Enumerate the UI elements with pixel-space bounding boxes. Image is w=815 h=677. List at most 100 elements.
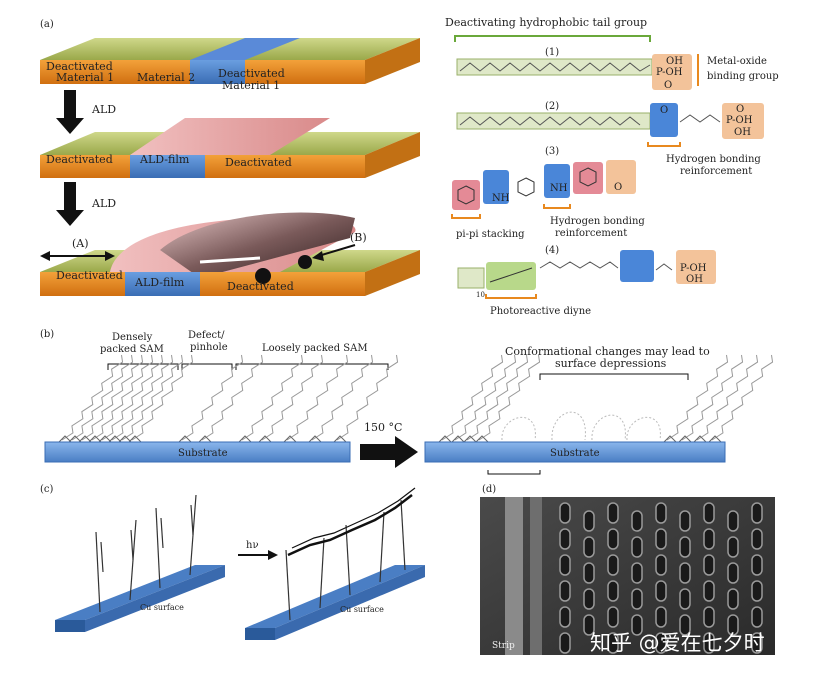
mol4-chain — [539, 261, 619, 269]
arrow-a-left-head — [40, 251, 50, 261]
marker-b: (B) — [350, 231, 367, 244]
substrate-right-label: Substrate — [550, 448, 600, 459]
mol1-oh: OH — [666, 56, 683, 67]
hv-label: hν — [246, 540, 259, 551]
mol2-linker — [679, 114, 721, 123]
mol3-amide1 — [483, 170, 509, 204]
ald-arrow-1 — [56, 90, 84, 134]
layer1-right-label-2: Material 1 — [222, 79, 280, 92]
mol3-pipi-bracket — [451, 214, 481, 219]
mol4-label: (4) — [545, 245, 559, 256]
mol3-hb-1: Hydrogen bonding — [550, 216, 645, 227]
mol3-hb-bracket — [543, 204, 571, 209]
conf-bracket — [539, 373, 689, 380]
layer2-right-label: Deactivated — [225, 156, 292, 169]
defect-label-1: Defect/ — [188, 330, 225, 341]
substrate-left-label: Substrate — [178, 448, 228, 459]
mol2-tail — [456, 112, 651, 130]
mol3-benzene3 — [579, 167, 597, 187]
mol2-amide — [650, 103, 678, 137]
layer1-mid-label: Material 2 — [137, 71, 195, 84]
hv-arrow-head — [268, 550, 278, 560]
loose-bracket — [235, 363, 389, 370]
depression-bracket — [487, 470, 541, 475]
panel-a-label: (a) — [40, 19, 54, 30]
monomers — [95, 494, 197, 613]
dense-label-2: packed SAM — [100, 344, 164, 355]
mol4-oh: OH — [686, 274, 703, 285]
polymer — [285, 487, 416, 621]
mol2-oh: OH — [734, 127, 751, 138]
mol4-diyne-label: Photoreactive diyne — [490, 306, 591, 317]
defect-bracket — [181, 363, 233, 370]
mol2-o: O — [736, 104, 744, 115]
mol3-o: O — [614, 182, 622, 193]
dense-label-1: Densely — [112, 332, 153, 343]
sem-image — [480, 497, 775, 655]
mol1-group-2: binding group — [707, 71, 779, 82]
conf-label-1: Conformational changes may lead to — [505, 345, 710, 358]
mol3-nh2: NH — [550, 183, 568, 194]
mol1-label: (1) — [545, 47, 559, 58]
arrow-a-right-head — [105, 251, 115, 261]
mol2-bracket — [647, 142, 681, 147]
conf-label-2: surface depressions — [555, 357, 667, 370]
mol4-tail — [457, 267, 485, 289]
watermark: 知乎 @爱在七夕时 — [590, 631, 765, 655]
layer3-left-label: Deactivated — [56, 269, 123, 282]
panel-b-label: (b) — [40, 329, 54, 340]
layer1-slab — [40, 38, 420, 84]
mol1-o: O — [664, 80, 672, 91]
mol1-chain — [459, 62, 651, 72]
layer1-right-label: Deactivated — [218, 67, 285, 80]
sam-left-chains — [58, 354, 399, 443]
sam-right-chains — [438, 354, 774, 443]
mol3-hb-2: reinforcement — [555, 228, 627, 239]
dense-bracket — [107, 363, 179, 370]
tail-header: Deactivating hydrophobic tail group — [445, 16, 647, 29]
mol3-label: (3) — [545, 146, 559, 157]
layer2-slab — [40, 118, 420, 178]
substrate-left — [44, 441, 351, 463]
mol4-diyne — [486, 262, 536, 290]
ald-arrow-1-label: ALD — [91, 103, 116, 116]
mol4-amide — [620, 250, 654, 282]
layer2-mid-label: ALD-film — [139, 153, 190, 166]
mol3-pipi: pi-pi stacking — [456, 229, 525, 240]
layer3-right-label: Deactivated — [227, 280, 294, 293]
mol2-head — [722, 103, 764, 139]
mol1-acid: P-OH — [656, 67, 683, 78]
heat-label: 150 °C — [364, 421, 402, 434]
mol3-benzene2 — [517, 177, 535, 197]
mol4-head — [676, 250, 716, 284]
mol4-bracket — [485, 294, 537, 299]
mol1-group-1: Metal-oxide — [707, 56, 767, 67]
ald-arrow-2 — [56, 182, 84, 226]
mol4-n: 10 — [476, 291, 485, 299]
mol3-head — [606, 160, 636, 194]
cu-surface-2 — [245, 565, 425, 640]
mol4-acid: P-OH — [680, 263, 707, 274]
mol3-ring2 — [573, 162, 603, 194]
mol1-head — [652, 54, 692, 90]
mol3-nh1: NH — [492, 193, 510, 204]
mol2-hb-1: Hydrogen bonding — [666, 154, 761, 165]
cu-surface-2-label: Cu surface — [340, 605, 384, 614]
mol4-linker — [655, 263, 673, 271]
sem-features — [505, 497, 763, 655]
defect-label-2: pinhole — [190, 342, 228, 353]
arrow-b-head — [312, 251, 324, 261]
mol2-label: (2) — [545, 101, 559, 112]
loose-label: Loosely packed SAM — [262, 343, 368, 354]
ald-arrow-2-label: ALD — [91, 197, 116, 210]
layer1-left-label: Deactivated — [46, 60, 113, 73]
tail-bracket — [454, 35, 651, 42]
cu-surface-1-label: Cu surface — [140, 603, 184, 612]
mol4-triple — [489, 267, 533, 283]
mol2-acid: P-OH — [726, 115, 753, 126]
cu-surface-1 — [55, 565, 225, 632]
heat-arrow — [360, 436, 418, 468]
mol2-amide-o: O — [660, 105, 668, 116]
mol2-chain — [459, 116, 641, 126]
mol3-ring1 — [452, 180, 480, 210]
